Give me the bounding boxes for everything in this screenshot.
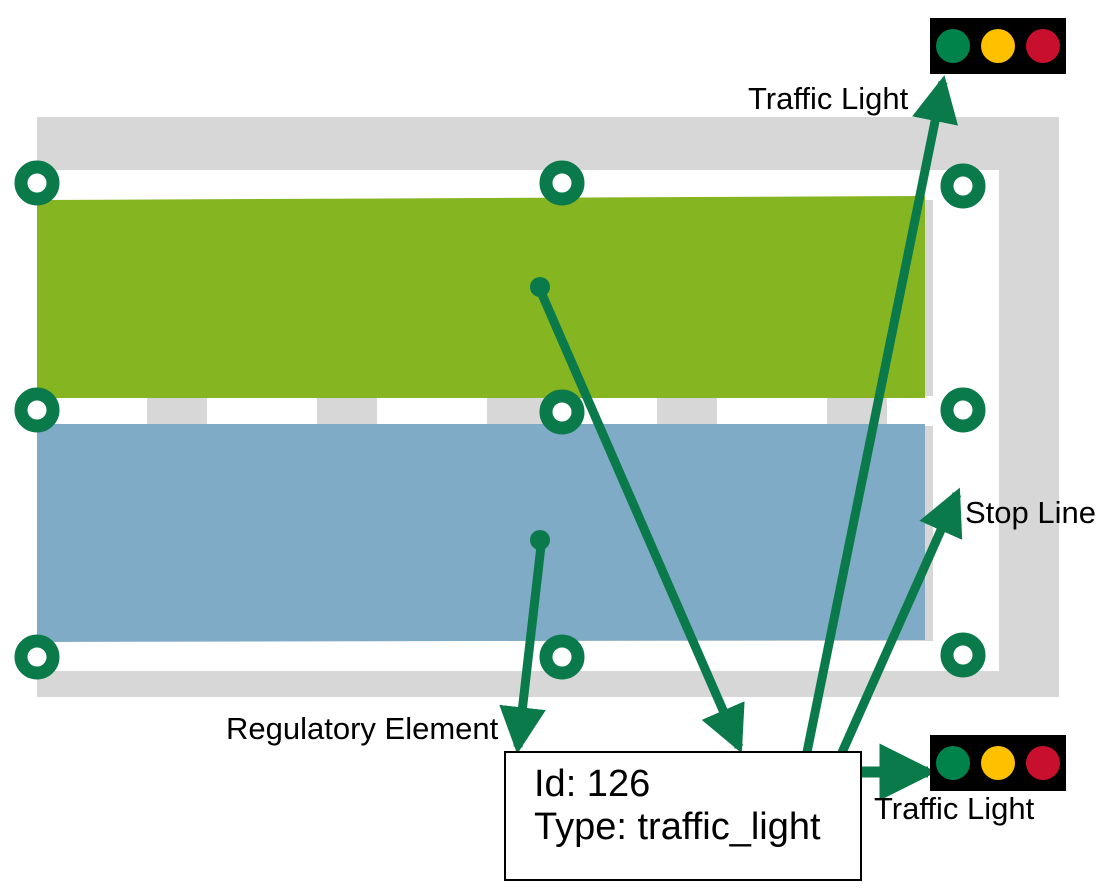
bulb-green-icon (935, 746, 970, 780)
node-point-bot-left[interactable] (14, 634, 60, 680)
leader-infobox-to-traffic-light-top (801, 75, 959, 758)
label-regulatory-element: Regulatory Element (226, 711, 499, 746)
bulb-green-icon (935, 29, 970, 63)
node-point-top-right[interactable] (940, 163, 986, 209)
node-point-bot-center[interactable] (539, 634, 585, 680)
label-traffic-light-top: Traffic Light (748, 81, 909, 116)
lane-boundary-top (37, 170, 999, 200)
leader-upper-lanelet-to-infobox (536, 290, 745, 754)
node-point-mid-left[interactable] (14, 387, 60, 433)
bulb-yellow-icon (980, 29, 1015, 63)
bulb-yellow-icon (980, 746, 1015, 780)
node-point-mid-center[interactable] (539, 389, 585, 435)
bulb-red-icon (1026, 746, 1061, 780)
regulatory-anchor-dot-lower[interactable] (530, 530, 550, 550)
node-point-bot-right[interactable] (940, 632, 986, 678)
bulb-red-icon (1026, 29, 1061, 63)
lane-divider-dashed (37, 396, 997, 426)
leader-infobox-to-stop-line (835, 487, 963, 759)
lanelet-upper-polygon (37, 196, 925, 398)
node-point-top-center[interactable] (539, 160, 585, 206)
node-point-top-left[interactable] (14, 160, 60, 206)
lane-boundary-bottom (37, 641, 999, 671)
leader-lower-lanelet-to-infobox (499, 545, 546, 754)
traffic-light-icon-bottom[interactable] (930, 735, 1066, 791)
lanelet-lower-polygon (37, 424, 925, 642)
label-traffic-light-bottom: Traffic Light (874, 791, 1035, 826)
info-box-line-type: Type: traffic_light (534, 805, 821, 848)
info-box[interactable]: Id: 126 Type: traffic_light (504, 751, 862, 881)
info-box-line-id: Id: 126 (534, 763, 651, 805)
label-stop-line: Stop Line (965, 495, 1096, 530)
node-point-mid-right[interactable] (940, 387, 986, 433)
traffic-light-icon-top[interactable] (930, 18, 1066, 74)
